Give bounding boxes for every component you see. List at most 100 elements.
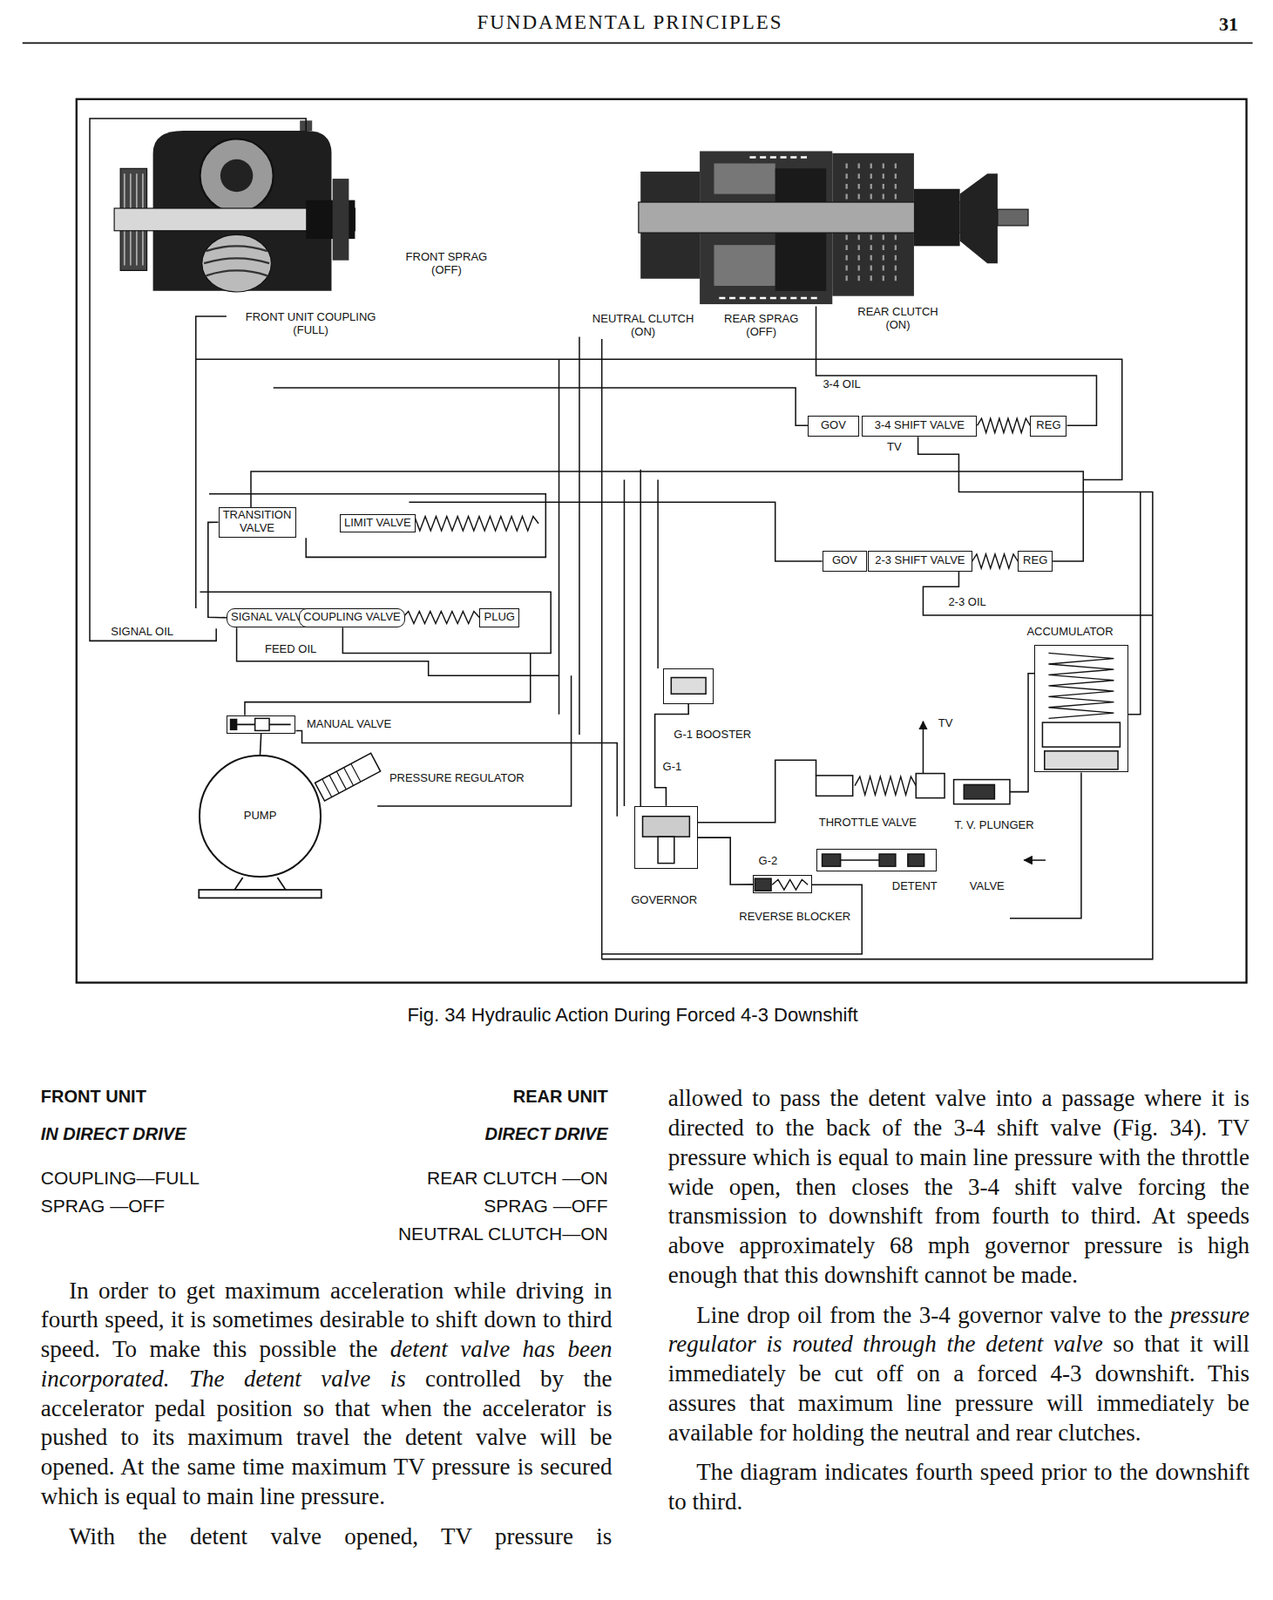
spring-symbol: [771, 879, 808, 890]
valve-label: REG: [1036, 419, 1061, 433]
front-unit-illustration: [199, 138, 273, 212]
unit-state: SPRAG —OFF: [40, 1194, 165, 1217]
valve-label: VALVE: [968, 880, 1007, 894]
pump: PUMP: [198, 754, 322, 878]
valve-label: THROTTLE VALVE: [817, 816, 919, 830]
coupling-valve: COUPLING VALVE: [298, 608, 406, 628]
front-unit-illustration: [203, 245, 270, 276]
spring-symbol: [977, 418, 1031, 433]
part-label: FRONT SPRAG (OFF): [402, 250, 490, 278]
oil-passage: [408, 501, 822, 562]
governor-valve: GOV: [807, 415, 860, 438]
part-label: REAR SPRAG (OFF): [721, 312, 802, 339]
oil-line-connector: [655, 704, 690, 806]
oil-passage: [199, 591, 551, 653]
valve-label: DETENT: [890, 880, 940, 894]
oil-label: SIGNAL OIL: [108, 625, 176, 639]
valve-label: REG: [1022, 554, 1048, 568]
oil-passage: [209, 494, 546, 558]
detent-valve: DETENTVALVE: [816, 848, 937, 872]
valve-label: 2-3 SHIFT VALVE: [874, 554, 965, 568]
oil-passage: [623, 479, 626, 806]
shift-valve: 2-3 SHIFT VALVE: [867, 550, 972, 571]
figure-caption: Fig. 34 Hydraulic Action During Forced 4…: [0, 1003, 1266, 1027]
front-unit-illustration: [202, 234, 272, 292]
oil-passage: [196, 316, 227, 609]
oil-label: TV: [936, 717, 955, 731]
regulator-plug: REG: [1029, 415, 1067, 438]
rear-unit-illustration: [960, 173, 998, 264]
body-paragraph: In order to get maximum acceleration whi…: [40, 1276, 613, 1512]
text-column: In order to get maximum acceleration whi…: [40, 1276, 613, 1552]
oil-passage: [1009, 771, 1082, 918]
oil-line-connector: [260, 733, 262, 756]
oil-passage: [377, 675, 571, 806]
oil-passage: [602, 436, 1153, 959]
spring-symbol: [972, 554, 1019, 569]
oil-passage: [196, 358, 1123, 480]
rear-unit-illustration: [713, 244, 775, 286]
line-label: G-2: [757, 854, 780, 868]
valve-parts: [230, 719, 237, 731]
valve-parts: [754, 878, 772, 891]
valve-parts: [816, 775, 854, 796]
paragraph-text: With the detent valve opened, TV pressur…: [68, 1523, 612, 1550]
governor-valve: GOV: [822, 550, 868, 571]
valve-parts: [670, 677, 706, 695]
oil-label: 3-4 OIL: [820, 378, 862, 392]
part-label: FRONT UNIT COUPLING (FULL): [243, 311, 380, 338]
valve-parts: [230, 677, 1121, 892]
oil-line-connector: [697, 837, 753, 885]
oil-passage: [244, 652, 531, 715]
body-paragraph: With the detent valve opened, TV pressur…: [40, 1522, 613, 1552]
spring-symbol: [402, 610, 480, 623]
valve-label: MANUAL VALVE: [304, 717, 393, 732]
valve-parts: [879, 853, 896, 867]
transition-valve: TRANSITION VALVE: [218, 507, 297, 538]
oil-passage: [89, 118, 306, 641]
valve-label: COUPLING VALVE: [303, 610, 401, 624]
paragraph-text: allowed to pass the detent valve into a …: [668, 1084, 1250, 1288]
pump-stand: [234, 877, 286, 890]
part-label: REAR CLUTCH (ON): [854, 305, 942, 332]
part-label: NEUTRAL CLUTCH (ON): [589, 312, 698, 339]
spring-symbol: [1048, 652, 1114, 718]
oil-passage: [922, 571, 1152, 616]
oil-label: TV: [885, 440, 904, 454]
oil-passage: [236, 627, 560, 676]
valve-label: GOVERNOR: [629, 893, 699, 908]
page-number: 31: [1218, 13, 1239, 36]
valve-parts: [907, 853, 925, 867]
paragraph-text: Line drop oil from the 3-4 governor valv…: [696, 1301, 1163, 1328]
oil-passage: [273, 387, 808, 426]
valve-parts: [1023, 859, 1046, 861]
valve-label: LIMIT VALVE: [344, 516, 412, 530]
paragraph-text: The diagram indicates fourth speed prior…: [668, 1458, 1250, 1515]
valve-label: PLUG: [483, 610, 515, 624]
pressure-regulator: PRESSURE REGULATOR: [318, 752, 378, 802]
oil-label: 2-3 OIL: [946, 595, 988, 610]
valve-label: 3-4 SHIFT VALVE: [874, 419, 965, 433]
oil-passage: [656, 479, 659, 669]
throttle-valve: THROTTLE VALVE: [811, 765, 942, 805]
body-paragraph: The diagram indicates fourth speed prior…: [668, 1457, 1250, 1517]
valve-label: GOV: [832, 554, 858, 568]
header-rule: [22, 41, 1253, 44]
body-paragraph: Line drop oil from the 3-4 governor valv…: [668, 1300, 1250, 1449]
valve-label: T. V. PLUNGER: [952, 819, 1036, 833]
valve-parts: [963, 784, 995, 799]
regulator-plug: REG: [1017, 550, 1053, 571]
shift-valve: 3-4 SHIFT VALVE: [861, 415, 977, 438]
oil-passage: [601, 337, 603, 960]
running-header: FUNDAMENTAL PRINCIPLES: [0, 10, 1260, 35]
pressure-regulator-valve: [322, 763, 361, 797]
figure-frame: [76, 99, 1247, 983]
valve-parts: [1042, 722, 1120, 747]
oil-passage: [697, 759, 817, 822]
valve-parts: [255, 717, 270, 731]
oil-passage: [558, 358, 561, 714]
unit-heading: REAR UNIT: [513, 1085, 609, 1107]
oil-label: FEED OIL: [263, 643, 319, 657]
unit-heading: IN DIRECT DRIVE: [40, 1123, 187, 1145]
